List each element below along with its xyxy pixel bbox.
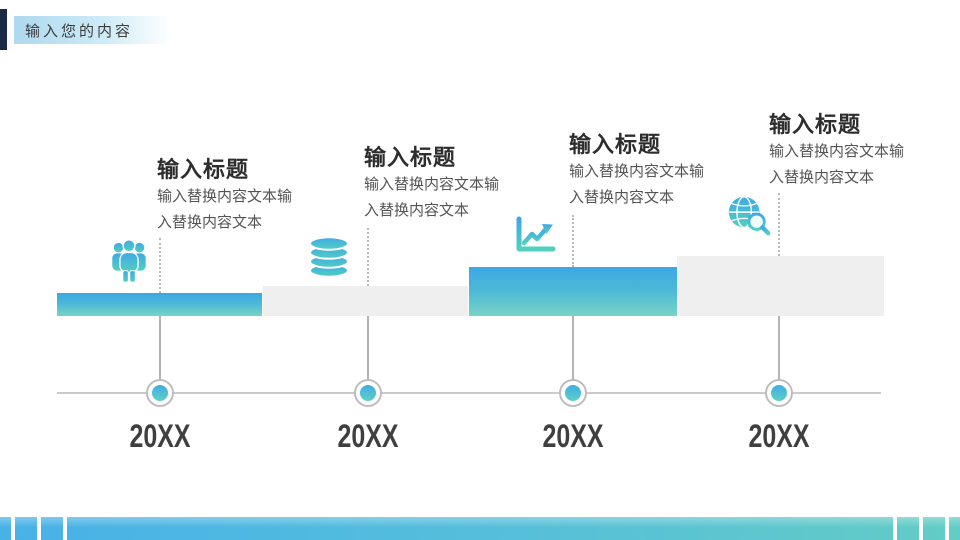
timeline-marker [146,379,174,407]
marker-inner-dot [152,385,168,401]
bottom-bar-slit [945,517,949,540]
milestone-year[interactable]: 20XX [542,418,604,454]
timeline-marker [354,379,382,407]
timeline-line [57,392,881,394]
milestone-bar [677,256,884,316]
bottom-bar-slit [63,517,67,540]
bottom-bar-slit [37,517,41,540]
bottom-accent-bar [0,517,960,540]
database-icon [309,236,349,278]
timeline-marker [765,379,793,407]
milestone-bar [469,267,677,316]
milestone-title[interactable]: 输入标题 [157,157,250,182]
bottom-bar-slit [11,517,15,540]
bottom-bar-slit [919,517,923,540]
milestone-year[interactable]: 20XX [129,418,191,454]
marker-inner-dot [360,385,376,401]
people-icon [112,239,146,283]
timeline-marker [559,379,587,407]
vertical-connector [159,316,161,380]
milestone-title[interactable]: 输入标题 [569,132,662,157]
milestone-title[interactable]: 输入标题 [364,145,457,170]
chart-growth-icon [516,216,556,252]
vertical-connector [778,316,780,380]
dotted-connector [778,193,780,256]
milestone-bar [57,293,262,316]
milestone-body[interactable]: 输入替换内容文本输入替换内容文本 [364,176,500,219]
vertical-connector [572,316,574,380]
marker-inner-dot [565,385,581,401]
dotted-connector [572,215,574,267]
dotted-connector [367,228,369,286]
milestone-body[interactable]: 输入替换内容文本输入替换内容文本 [157,188,293,231]
marker-inner-dot [771,385,787,401]
milestone-year[interactable]: 20XX [748,418,810,454]
left-accent-strip [0,9,7,50]
header-title[interactable]: 输入您的内容 [25,22,134,40]
vertical-connector [367,316,369,380]
milestone-title[interactable]: 输入标题 [769,112,862,137]
bottom-bar-slit [893,517,897,540]
dotted-connector [159,238,161,293]
milestone-year[interactable]: 20XX [337,418,399,454]
globe-search-icon [728,196,771,236]
slide-header[interactable]: 输入您的内容 [14,16,172,44]
milestone-bar [263,286,468,316]
milestone-body[interactable]: 输入替换内容文本输入替换内容文本 [769,143,905,186]
milestone-body[interactable]: 输入替换内容文本输入替换内容文本 [569,163,705,206]
